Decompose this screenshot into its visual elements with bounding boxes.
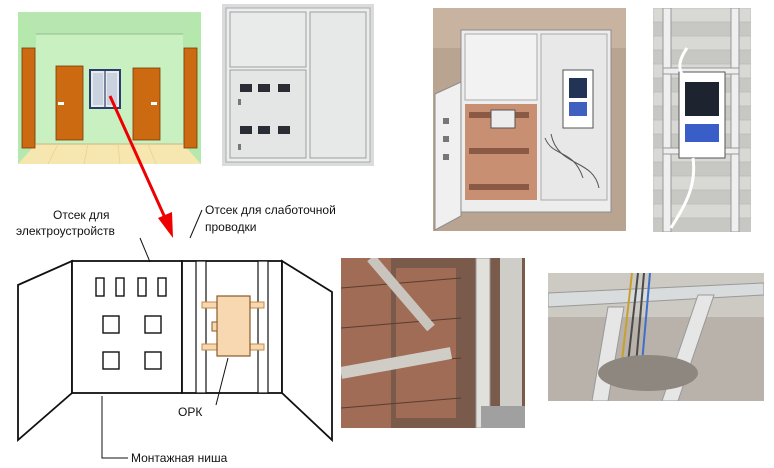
meter-window (102, 351, 120, 370)
optical-box-photo (653, 8, 751, 232)
door-left-side (21, 47, 36, 149)
breaker-slot (95, 277, 105, 297)
label-electrical-compartment-2: электроустройств (16, 224, 115, 238)
label-low-current-1: Отсек для слаботочной (205, 203, 336, 217)
corridor-illustration (18, 12, 201, 164)
leader-electrical (139, 237, 151, 263)
ork-box (216, 295, 251, 357)
breaker-slot (137, 277, 147, 297)
floor-passthrough-photo (548, 273, 764, 401)
label-electrical-compartment-1: Отсек для (53, 208, 110, 222)
leader-low-current (189, 209, 203, 239)
cabinet-open-photo (433, 8, 626, 231)
left-door (17, 259, 73, 442)
breaker-slot (115, 277, 125, 297)
cabinet-closed-photo (222, 4, 374, 166)
leader-niche (101, 396, 128, 459)
label-ork: ОРК (178, 405, 203, 419)
leader-ork (215, 357, 229, 406)
door-right-side (183, 47, 198, 149)
meter-window (144, 315, 162, 334)
breaker-slot (157, 277, 167, 297)
meter-window (144, 351, 162, 370)
meter-window (102, 315, 120, 334)
niche-photo (341, 258, 525, 428)
label-low-current-2: проводки (205, 220, 257, 234)
label-mounting-niche: Монтажная ниша (131, 451, 228, 465)
right-door (281, 259, 333, 443)
door-left (55, 65, 84, 141)
